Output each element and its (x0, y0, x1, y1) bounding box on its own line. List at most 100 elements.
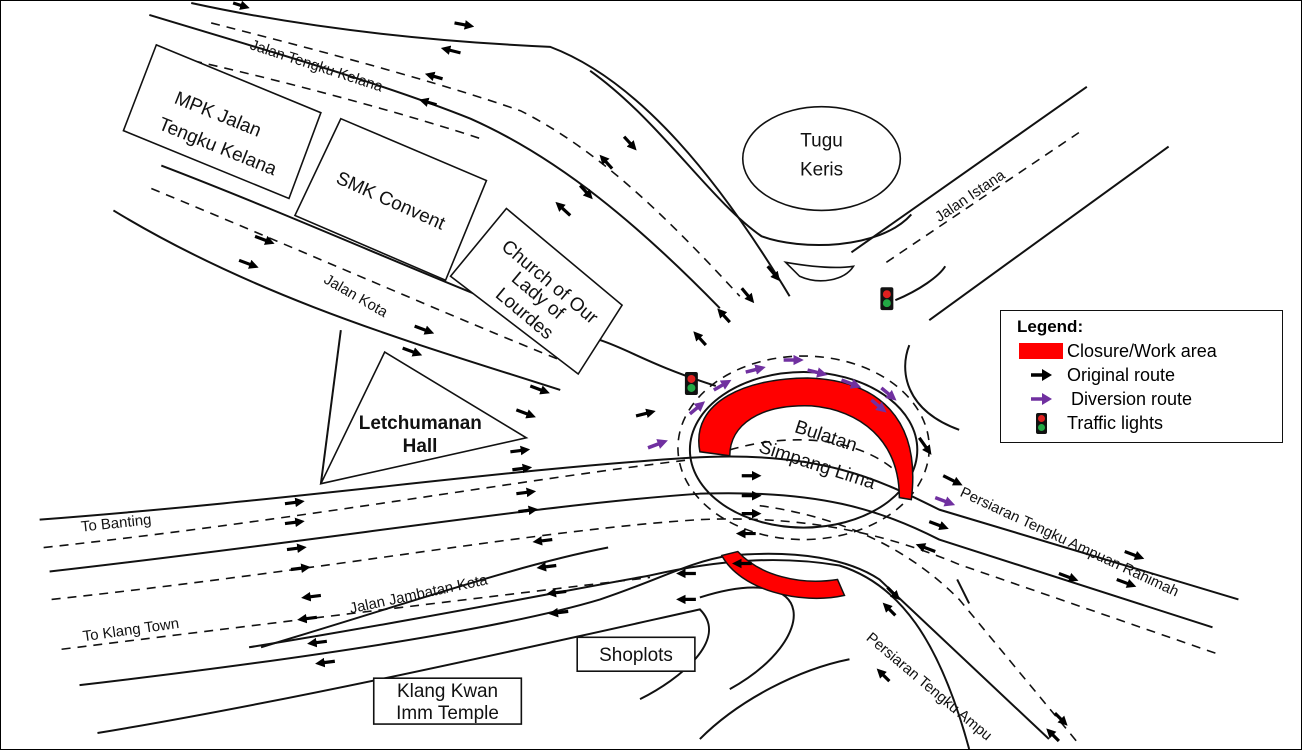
diversion-route-arrows (647, 354, 956, 507)
letchumanan-building (319, 350, 529, 485)
road-label-istana: Jalan Istana (932, 166, 1009, 226)
closure-ring-south (720, 550, 846, 600)
original-route-arrow (418, 97, 438, 107)
buildings (122, 43, 902, 725)
temple-label-2: Imm Temple (396, 703, 499, 724)
original-route-arrow (1124, 550, 1145, 560)
original-route-arrow (693, 331, 708, 347)
original-route-arrow (402, 346, 423, 357)
original-route-arrow (512, 463, 533, 474)
original-route-arrow (284, 517, 305, 528)
original-route-arrow (1053, 711, 1068, 726)
legend: Legend: Closure/Work area Original route… (1000, 310, 1283, 443)
original-route-arrow (232, 1, 250, 10)
closure-swatch-icon (1019, 343, 1063, 359)
letchumanan-label-2: Hall (403, 436, 438, 457)
shoplots-label: Shoplots (599, 645, 673, 666)
original-route-arrow (515, 408, 536, 419)
diversion-route-arrow (712, 379, 732, 392)
original-route-arrow (290, 563, 311, 573)
original-route-arrow (740, 287, 755, 304)
original-route-arrow (579, 184, 593, 200)
diversion-route-arrow (647, 439, 668, 450)
traffic-island (783, 261, 856, 282)
smk-building (293, 117, 488, 282)
original-route-arrow (555, 201, 572, 217)
original-route-arrow (882, 602, 897, 617)
diversion-route-arrow (807, 367, 828, 378)
original-route-arrow (915, 543, 936, 554)
church-building (449, 207, 624, 376)
original-route-arrow (876, 668, 891, 683)
traffic-light (684, 372, 698, 395)
original-route-arrow (886, 586, 901, 601)
original-route-arrow (1058, 571, 1079, 582)
temple-building (372, 677, 523, 725)
original-route-arrow (284, 497, 305, 508)
diversion-route-arrow (688, 401, 706, 416)
original-route-arrow (942, 474, 963, 486)
original-route-arrow (301, 591, 322, 602)
original-route-arrow (532, 536, 553, 546)
original-route-arrow (599, 154, 614, 170)
original-route-arrow (297, 613, 318, 624)
diversion-route-arrow (745, 364, 766, 375)
legend-title: Legend: (1017, 317, 1084, 336)
original-route-arrow (440, 45, 461, 55)
legend-label: Diversion route (1071, 388, 1193, 409)
original-route-arrow (536, 562, 557, 572)
letchumanan-label-1: Letchumanan (359, 413, 482, 434)
original-route-arrow (717, 308, 731, 324)
legend-label: Closure/Work area (1067, 340, 1217, 361)
bulatan-label-2: Simpang Lima (756, 437, 878, 495)
road-label-tengku-kelana: Jalan Tengku Kelana (248, 37, 386, 96)
original-route-arrow (315, 657, 336, 668)
tugu-keris-monument (741, 105, 902, 212)
legend-item-diversion: Diversion route (1015, 387, 1268, 411)
original-route-arrow (516, 487, 537, 498)
mpk-building (122, 43, 322, 200)
original-route-arrow (1046, 728, 1061, 743)
temple-label-1: Klang Kwan (397, 681, 498, 702)
legend-label: Original route (1067, 364, 1176, 385)
purple-arrow-icon (1031, 393, 1052, 405)
original-route-arrow (546, 587, 567, 598)
original-route-arrow (1116, 577, 1137, 588)
black-arrow-icon (1031, 369, 1052, 381)
road-label-jambatan-kota: Jalan Jambatan Kota (348, 571, 490, 617)
original-route-arrow (917, 436, 932, 455)
legend-label: Traffic lights (1067, 412, 1164, 433)
diversion-route-arrow (880, 386, 897, 401)
legend-item-closure: Closure/Work area (1015, 339, 1268, 363)
original-route-arrow (635, 408, 656, 418)
legend-item-traffic-lights: Traffic lights (1015, 411, 1268, 435)
shoplots-building (576, 636, 696, 673)
original-route-arrow (766, 265, 781, 282)
original-route-arrow (414, 324, 435, 335)
diversion-route-arrow (840, 378, 862, 389)
original-route-arrow (510, 445, 531, 456)
original-route-arrow (622, 135, 637, 151)
original-route-arrow (548, 607, 569, 618)
original-route-arrow (424, 71, 443, 81)
original-route-arrow (254, 234, 275, 245)
diversion-route-arrow (870, 398, 887, 413)
traffic-light-icon (1035, 412, 1047, 434)
traffic-light (880, 287, 894, 311)
closure-areas (698, 377, 914, 600)
original-route-arrows (232, 1, 1145, 743)
original-route-arrow (928, 520, 949, 531)
original-route-arrow (518, 505, 539, 516)
original-route-arrow (286, 543, 307, 554)
closure-ring-north (698, 377, 914, 501)
tugu-label-1: Tugu (800, 131, 842, 152)
diversion-route-arrow (934, 496, 956, 507)
tugu-label-2: Keris (800, 160, 843, 181)
legend-item-original: Original route (1015, 363, 1268, 387)
original-route-arrow (307, 637, 328, 648)
road-label-ampuan-rahimah: Persiaran Tengku Ampuan Rahimah (957, 484, 1181, 600)
lane-markings (43, 22, 1219, 745)
original-route-arrow (454, 20, 475, 30)
original-route-arrow (238, 258, 259, 269)
